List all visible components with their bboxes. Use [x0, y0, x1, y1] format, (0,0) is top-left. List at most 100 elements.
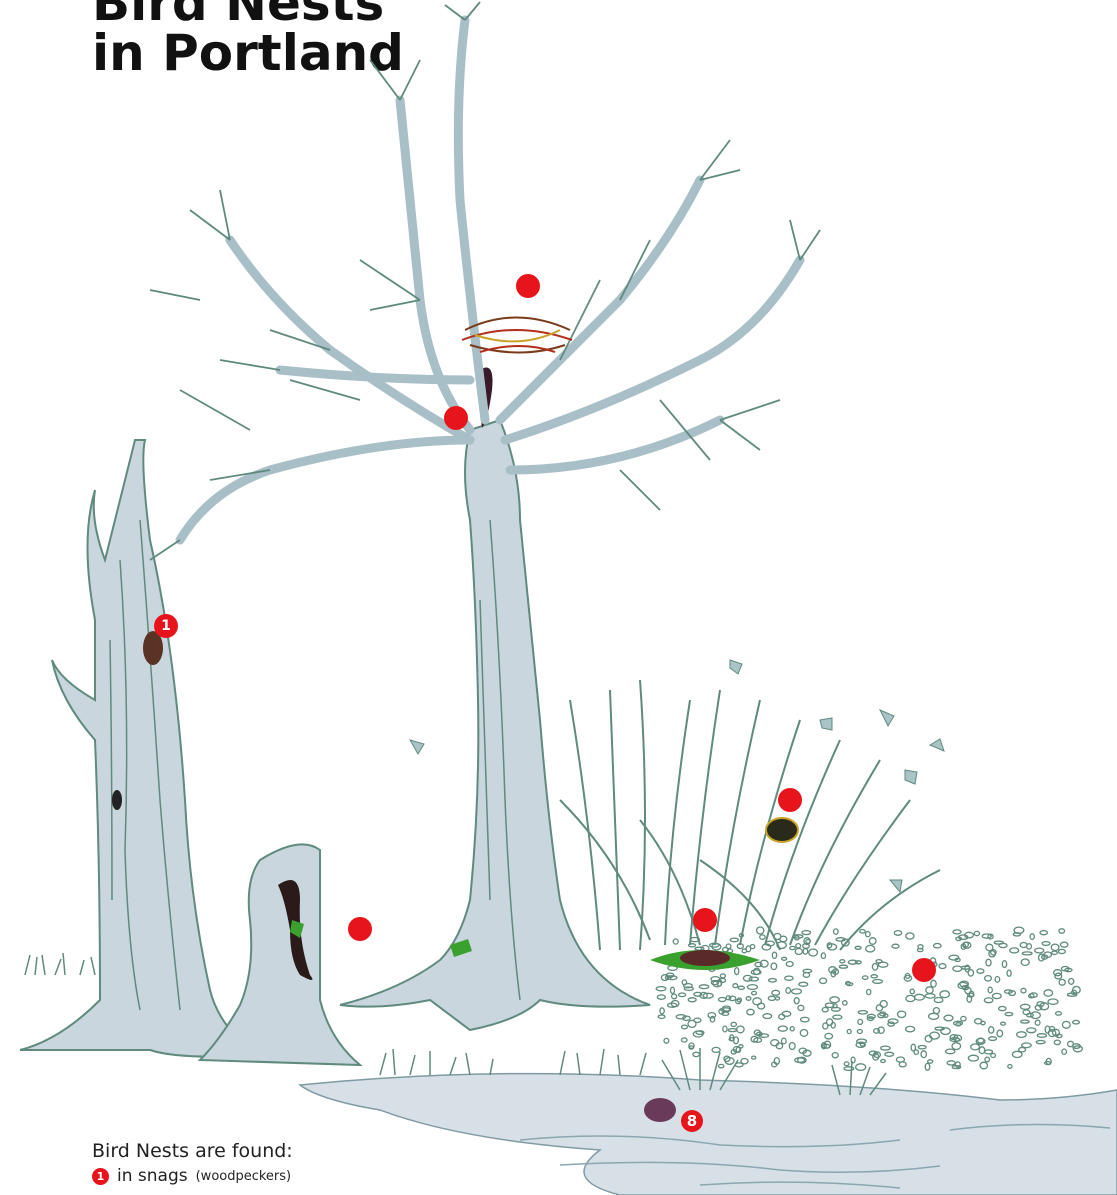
- brush-pebble: [926, 987, 933, 994]
- brush-pebble: [790, 946, 795, 949]
- brush-pebble: [867, 989, 871, 994]
- crown-nest: [462, 318, 572, 353]
- brush-pebble: [939, 964, 946, 969]
- brush-pebble: [971, 1044, 980, 1050]
- brush-pebble: [1062, 1021, 1070, 1028]
- marker-cavity-upper[interactable]: [444, 406, 468, 430]
- brush-pebble: [862, 976, 868, 979]
- brush-pebble: [684, 987, 693, 990]
- brush-pebble: [757, 927, 764, 934]
- brush-pebble: [866, 945, 875, 952]
- brush-pebble: [914, 1050, 918, 1055]
- brush-pebble: [997, 1030, 1003, 1037]
- brush-pebble: [1040, 931, 1047, 935]
- brush-pebble: [735, 968, 739, 975]
- tree-trunk: [340, 420, 650, 1030]
- brush-pebble: [664, 1038, 669, 1043]
- brush-pebble: [1048, 999, 1058, 1004]
- brush-pebble: [843, 1001, 848, 1005]
- brush-pebble: [730, 938, 738, 942]
- brush-pebble: [820, 978, 827, 983]
- brush-pebble: [984, 1050, 992, 1054]
- brush-pebble: [760, 935, 765, 939]
- brush-pebble: [892, 944, 899, 948]
- brush-pebble: [658, 1015, 665, 1018]
- pond: [300, 1074, 1117, 1195]
- brush-pebble: [747, 1009, 754, 1015]
- brush-pebble: [977, 969, 984, 973]
- marker-snag[interactable]: 1: [154, 614, 178, 638]
- brush-pebble: [855, 946, 861, 949]
- legend: Bird Nests are found: 1 in snags (woodpe…: [92, 1138, 293, 1186]
- brush-pebble: [834, 929, 839, 934]
- brush-pebble: [712, 1047, 720, 1052]
- brush-pebble: [780, 936, 787, 942]
- brush-pebble: [947, 1061, 955, 1065]
- brush-pebble: [931, 980, 936, 987]
- marker-stump[interactable]: [348, 917, 372, 941]
- brush-pebble: [1051, 944, 1059, 950]
- brush-pebble: [752, 1056, 756, 1059]
- brush-pebble: [1027, 1028, 1036, 1033]
- brush-pebble: [1059, 979, 1065, 985]
- brush-pebble: [869, 938, 876, 945]
- brush-pebble: [778, 1026, 787, 1031]
- svg-text:1: 1: [161, 618, 171, 634]
- brush-pebble: [785, 976, 793, 980]
- brush-pebble: [1031, 1012, 1041, 1019]
- brush-pebble: [910, 989, 914, 994]
- brush-pebble: [746, 997, 751, 1001]
- brush-pebble: [738, 986, 744, 989]
- brush-pebble: [671, 987, 675, 993]
- brush-pebble: [795, 949, 802, 955]
- brush-pebble: [881, 1046, 890, 1050]
- brush-pebble: [1007, 970, 1011, 976]
- brush-pebble: [989, 1027, 994, 1033]
- brush-pebble: [840, 960, 845, 963]
- brush-pebble: [779, 1014, 785, 1019]
- brush-pebble: [881, 1060, 886, 1063]
- brush-pebble: [934, 998, 943, 1003]
- brush-pebble: [934, 944, 942, 948]
- brush-pebble: [985, 976, 992, 981]
- marker-brushpile[interactable]: [912, 958, 936, 982]
- brush-pebble: [728, 1029, 736, 1032]
- brush-pebble: [872, 964, 877, 971]
- brush-pebble: [928, 1060, 933, 1063]
- brush-pebble: [1056, 1012, 1062, 1016]
- brush-pebble: [679, 993, 686, 997]
- shrub-nest: [766, 818, 798, 842]
- brush-pebble: [656, 987, 666, 991]
- marker-shrub[interactable]: [778, 788, 802, 812]
- brush-pebble: [921, 1051, 926, 1058]
- brush-pebble: [827, 1019, 833, 1025]
- brush-pebble: [1035, 948, 1044, 953]
- brush-pebble: [693, 1052, 700, 1056]
- marker-crown[interactable]: [516, 274, 540, 298]
- brush-pebble: [1021, 959, 1029, 965]
- brush-pebble: [944, 1015, 953, 1021]
- brush-pebble: [918, 1046, 926, 1049]
- brush-pebble: [876, 960, 882, 963]
- brush-pebble: [985, 1057, 990, 1062]
- brush-pebble: [796, 944, 801, 948]
- brush-pebble: [771, 963, 777, 970]
- brush-pebble: [795, 1058, 805, 1063]
- brush-pebble: [1010, 948, 1019, 953]
- svg-text:8: 8: [687, 1112, 697, 1130]
- brush-pebble: [800, 1030, 807, 1037]
- brush-pebble: [741, 1059, 748, 1064]
- brush-pebble: [752, 991, 757, 994]
- brush-pebble: [769, 979, 777, 982]
- legend-heading: Bird Nests are found:: [92, 1138, 293, 1164]
- brush-pebble: [731, 1022, 736, 1026]
- brush-pebble: [1069, 979, 1074, 985]
- brush-pebble: [1020, 1004, 1029, 1009]
- brush-pebble: [782, 957, 787, 960]
- shrub: [560, 680, 940, 950]
- legend-item-text: in snags: [117, 1166, 188, 1186]
- brush-pebble: [952, 1043, 961, 1050]
- marker-ground-nest[interactable]: [693, 908, 717, 932]
- legend-item-note: (woodpeckers): [196, 1169, 292, 1184]
- marker-water[interactable]: 8: [681, 1110, 703, 1132]
